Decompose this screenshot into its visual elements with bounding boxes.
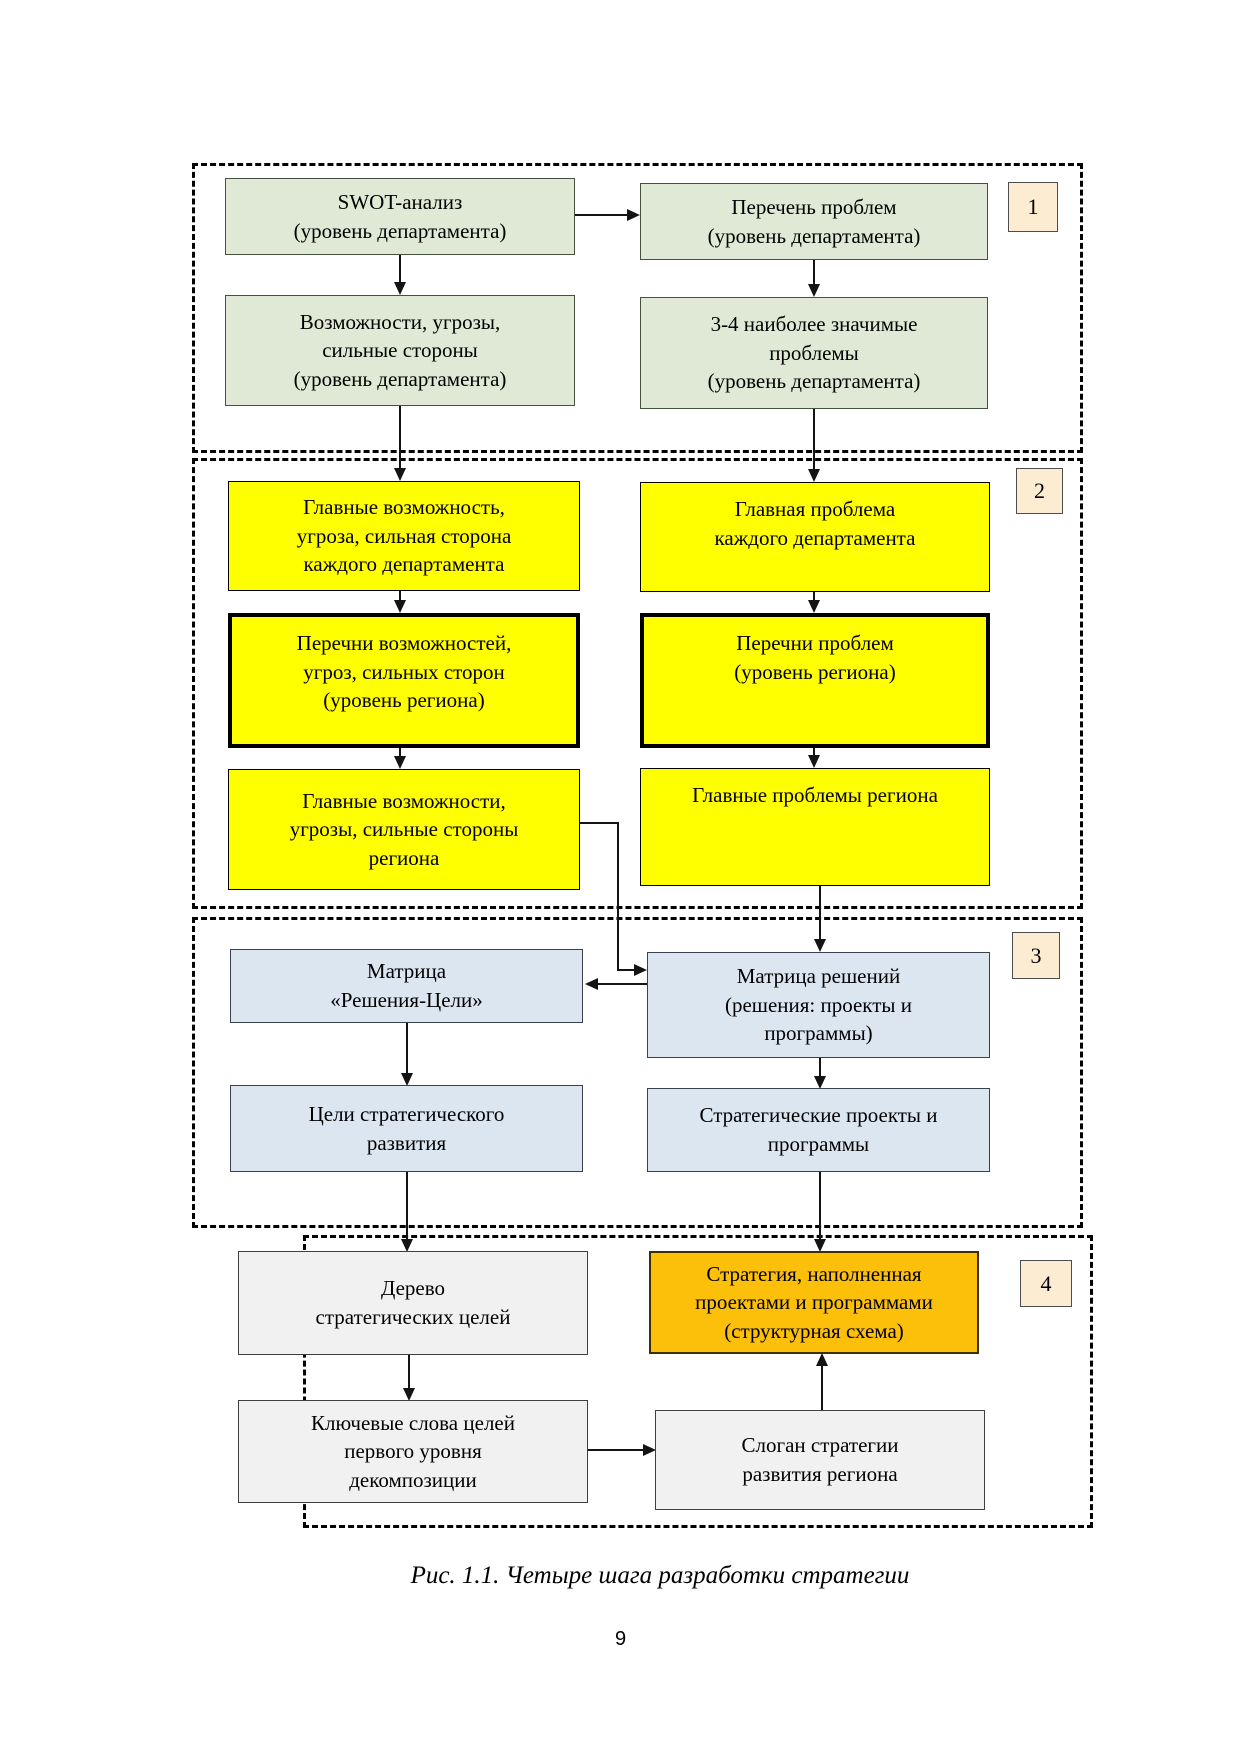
box-keywords-decomposition: Ключевые слова целей первого уровня деко… <box>238 1400 588 1503</box>
arrow-head <box>634 964 647 976</box>
arrow-head <box>585 978 598 990</box>
arrow-head <box>808 469 820 482</box>
arrow-line <box>408 1355 410 1388</box>
box-matrix-decisions-goals: Матрица «Решения-Цели» <box>230 949 583 1023</box>
arrow-line <box>399 591 401 601</box>
arrow-line <box>813 409 815 469</box>
box-strategic-goals: Цели стратегического развития <box>230 1085 583 1172</box>
arrow-head <box>643 1444 656 1456</box>
box-main-opportunity-each-dept: Главные возможность, угроза, сильная сто… <box>228 481 580 591</box>
box-strategic-projects: Стратегические проекты и программы <box>647 1088 990 1172</box>
arrow-line <box>813 260 815 284</box>
arrow-head <box>394 282 406 295</box>
arrow-head <box>401 1239 413 1252</box>
box-main-problem-each-dept: Главная проблема каждого департамента <box>640 482 990 592</box>
box-opportunities-threats-dept: Возможности, угрозы, сильные стороны (ур… <box>225 295 575 406</box>
box-swot-analysis: SWOT-анализ (уровень департамента) <box>225 178 575 255</box>
arrow-head <box>808 755 820 768</box>
arrow-line <box>406 1023 408 1073</box>
arrow-line <box>617 969 635 971</box>
arrow-line <box>406 1172 408 1239</box>
arrow-head <box>814 1239 826 1252</box>
arrow-line <box>399 406 401 468</box>
box-matrix-decisions: Матрица решений (решения: проекты и прог… <box>647 952 990 1058</box>
step-badge-4: 4 <box>1020 1260 1072 1307</box>
arrow-line <box>399 748 401 757</box>
box-strategy-slogan: Слоган стратегии развития региона <box>655 1410 985 1510</box>
arrow-line <box>399 255 401 282</box>
arrow-head <box>814 939 826 952</box>
step-group-2 <box>192 458 1083 909</box>
arrow-line <box>821 1365 823 1410</box>
page-number: 9 <box>614 1628 627 1650</box>
arrow-line <box>597 983 647 985</box>
arrow-line <box>813 592 815 601</box>
arrow-head <box>627 209 640 221</box>
arrow-line <box>813 748 815 756</box>
step-badge-3: 3 <box>1012 932 1060 979</box>
arrow-line <box>580 822 619 824</box>
arrow-line <box>617 822 619 971</box>
figure-caption: Рис. 1.1. Четыре шага разработки стратег… <box>410 1562 910 1589</box>
arrow-head <box>401 1073 413 1086</box>
arrow-line <box>575 214 627 216</box>
box-main-opportunities-region: Главные возможности, угрозы, сильные сто… <box>228 769 580 890</box>
arrow-head <box>394 468 406 481</box>
arrow-head <box>814 1076 826 1089</box>
arrow-head <box>808 600 820 613</box>
arrow-head <box>816 1353 828 1366</box>
step-badge-1: 1 <box>1008 182 1058 232</box>
box-problems-list-dept: Перечень проблем (уровень департамента) <box>640 183 988 260</box>
box-main-problems-region: Главные проблемы региона <box>640 768 990 886</box>
step-group-1 <box>192 163 1083 453</box>
box-goals-tree: Дерево стратегических целей <box>238 1251 588 1355</box>
box-problem-lists-region: Перечни проблем (уровень региона) <box>640 613 990 748</box>
arrow-head <box>808 284 820 297</box>
box-top-problems-dept: 3-4 наиболее значимые проблемы (уровень … <box>640 297 988 409</box>
step-group-4 <box>303 1235 1093 1528</box>
arrow-head <box>394 756 406 769</box>
arrow-head <box>403 1388 415 1401</box>
arrow-line <box>819 1172 821 1239</box>
arrow-line <box>819 886 821 940</box>
step-group-3 <box>192 917 1083 1228</box>
arrow-head <box>394 600 406 613</box>
box-opportunity-lists-region: Перечни возможностей, угроз, сильных сто… <box>228 613 580 748</box>
arrow-line <box>588 1449 643 1451</box>
step-badge-2: 2 <box>1016 468 1063 514</box>
box-strategy-filled: Стратегия, наполненная проектами и прогр… <box>649 1251 979 1354</box>
arrow-line <box>819 1058 821 1076</box>
